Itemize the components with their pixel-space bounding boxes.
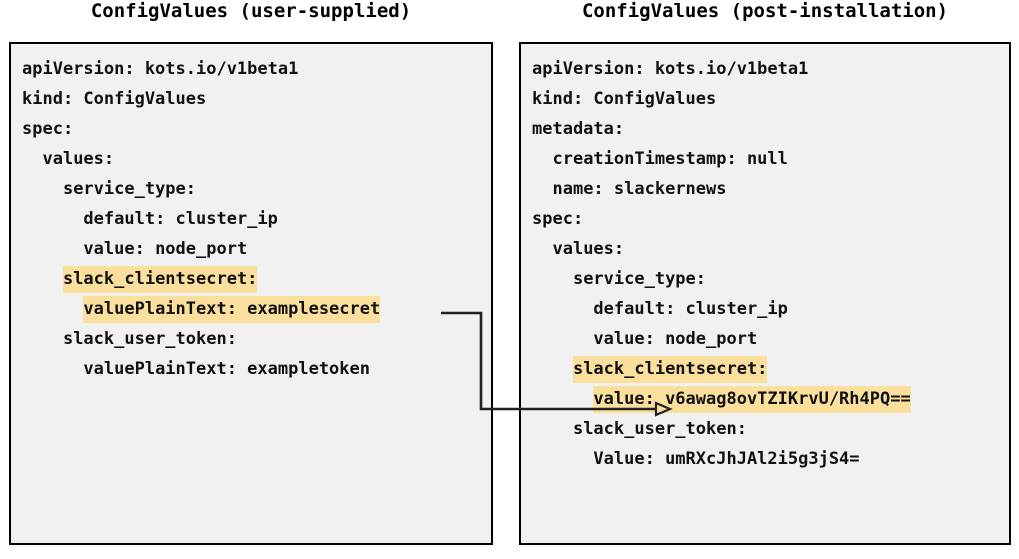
code-lines-user-supplied: apiVersion: kots.io/v1beta1 kind: ConfigV… bbox=[22, 54, 491, 543]
code-line: creationTimestamp: null bbox=[532, 144, 1009, 174]
code-line: Value: umRXcJhJAl2i5g3jS4= bbox=[532, 444, 1009, 474]
code-text: value: node_port bbox=[593, 329, 758, 349]
code-line: default: cluster_ip bbox=[22, 204, 491, 234]
code-text: default: cluster_ip bbox=[83, 209, 278, 229]
code-line: metadata: bbox=[532, 114, 1009, 144]
code-text: value: node_port bbox=[83, 239, 248, 259]
code-box-user-supplied: apiVersion: kots.io/v1beta1 kind: ConfigV… bbox=[9, 42, 493, 545]
code-indent bbox=[22, 266, 63, 293]
code-line: value: node_port bbox=[532, 324, 1009, 354]
code-line: name: slackernews bbox=[532, 174, 1009, 204]
code-line: service_type: bbox=[22, 174, 491, 204]
code-text: metadata: bbox=[532, 119, 625, 139]
code-indent bbox=[532, 356, 573, 383]
code-indent bbox=[532, 446, 593, 473]
code-box-post-installation: apiVersion: kots.io/v1beta1 kind: ConfigV… bbox=[519, 42, 1011, 545]
code-line: kind: ConfigValues bbox=[22, 84, 491, 114]
code-indent bbox=[532, 386, 593, 413]
code-indent bbox=[22, 356, 83, 383]
code-text: spec: bbox=[532, 209, 584, 229]
code-indent bbox=[22, 146, 42, 173]
code-indent bbox=[22, 176, 63, 203]
code-line: slack_user_token: bbox=[532, 414, 1009, 444]
code-lines-post-installation: apiVersion: kots.io/v1beta1 kind: ConfigV… bbox=[532, 54, 1009, 543]
highlighted-code-text: value: v6awag8ovTZIKrvU/Rh4PQ== bbox=[593, 386, 911, 413]
code-text: name: slackernews bbox=[552, 179, 727, 199]
code-indent bbox=[22, 326, 63, 353]
code-text: service_type: bbox=[572, 269, 707, 289]
panel-post-installation: ConfigValues (post-installation) apiVers… bbox=[519, 0, 1011, 546]
code-line: valuePlainText: examplesecret bbox=[22, 294, 491, 324]
code-text: slack_user_token: bbox=[62, 329, 237, 349]
code-text: kind: ConfigValues bbox=[532, 89, 717, 109]
code-indent bbox=[532, 236, 552, 263]
code-text: creationTimestamp: null bbox=[552, 149, 788, 169]
code-indent bbox=[22, 296, 83, 323]
code-text: values: bbox=[42, 149, 115, 169]
code-indent bbox=[532, 176, 552, 203]
code-line: service_type: bbox=[532, 264, 1009, 294]
code-line: valuePlainText: exampletoken bbox=[22, 354, 491, 384]
code-line: value: v6awag8ovTZIKrvU/Rh4PQ== bbox=[532, 384, 1009, 414]
highlighted-code-text: slack_clientsecret: bbox=[572, 356, 768, 383]
code-line: apiVersion: kots.io/v1beta1 bbox=[532, 54, 1009, 84]
code-line: apiVersion: kots.io/v1beta1 bbox=[22, 54, 491, 84]
code-text: service_type: bbox=[62, 179, 197, 199]
code-line: default: cluster_ip bbox=[532, 294, 1009, 324]
code-line: spec: bbox=[532, 204, 1009, 234]
code-indent bbox=[532, 326, 593, 353]
highlighted-code-text: slack_clientsecret: bbox=[62, 266, 258, 293]
code-text: spec: bbox=[22, 119, 74, 139]
code-text: apiVersion: kots.io/v1beta1 bbox=[22, 59, 299, 79]
code-line: value: node_port bbox=[22, 234, 491, 264]
code-indent bbox=[22, 206, 83, 233]
code-indent bbox=[532, 146, 552, 173]
code-text: apiVersion: kots.io/v1beta1 bbox=[532, 59, 809, 79]
code-line: slack_clientsecret: bbox=[22, 264, 491, 294]
code-line: slack_clientsecret: bbox=[532, 354, 1009, 384]
code-text: Value: umRXcJhJAl2i5g3jS4= bbox=[593, 449, 860, 469]
code-text: default: cluster_ip bbox=[593, 299, 788, 319]
code-line: values: bbox=[532, 234, 1009, 264]
panel-user-supplied: ConfigValues (user-supplied) apiVersion:… bbox=[9, 0, 493, 546]
code-line: kind: ConfigValues bbox=[532, 84, 1009, 114]
code-text: values: bbox=[552, 239, 625, 259]
code-indent bbox=[532, 416, 573, 443]
code-text: kind: ConfigValues bbox=[22, 89, 207, 109]
highlighted-code-text: valuePlainText: examplesecret bbox=[83, 296, 381, 323]
code-indent bbox=[532, 296, 593, 323]
code-indent bbox=[532, 266, 573, 293]
code-text: slack_user_token: bbox=[572, 419, 747, 439]
panel-title-user-supplied: ConfigValues (user-supplied) bbox=[90, 0, 412, 22]
code-line: values: bbox=[22, 144, 491, 174]
code-indent bbox=[22, 236, 83, 263]
code-line: spec: bbox=[22, 114, 491, 144]
code-text: valuePlainText: exampletoken bbox=[83, 359, 370, 379]
panel-title-post-installation: ConfigValues (post-installation) bbox=[581, 0, 949, 22]
code-line: slack_user_token: bbox=[22, 324, 491, 354]
